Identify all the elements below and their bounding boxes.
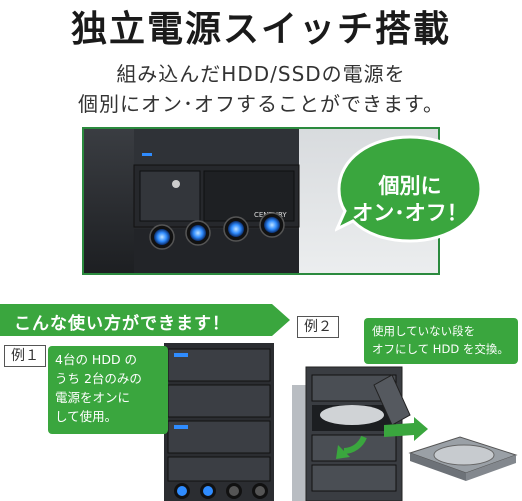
example-1-note-line: うち 2台のみの xyxy=(55,371,142,386)
subtitle-line-1: 組み込んだHDD/SSDの電源を xyxy=(116,62,406,86)
usage-banner-text: こんな使い方ができます！ xyxy=(14,314,230,334)
example-1-note: 4台の HDD の うち 2台のみの 電源をオンに して使用。 xyxy=(48,346,168,434)
example-2-note: 使用していない段を オフにして HDD を交換。 xyxy=(364,318,518,364)
example-2-label: 例２ xyxy=(297,316,339,338)
example-2-note-line: オフにして HDD を交換。 xyxy=(372,342,509,356)
example-1-enclosure xyxy=(164,343,274,501)
subtitle-line-2: 個別にオン･オフすることができます。 xyxy=(78,92,444,116)
page-title: 独立電源スイッチ搭載 xyxy=(70,9,451,50)
callout-bubble xyxy=(335,135,483,243)
example-1-note-line: 電源をオンに xyxy=(55,390,131,405)
callout-line-2: オン･オフ！ xyxy=(352,201,468,225)
power-buttons xyxy=(149,212,285,250)
usage-banner xyxy=(0,304,290,336)
example-2-note-line: 使用していない段を xyxy=(372,324,476,338)
callout-line-1: 個別に xyxy=(378,174,442,198)
example-1-label: 例１ xyxy=(4,345,46,367)
example-1-note-line: して使用。 xyxy=(55,409,118,424)
enclosure-front-illustration: CENTURY xyxy=(84,129,438,273)
example-1-note-line: 4台の HDD の xyxy=(55,352,138,367)
example-2-enclosure-with-hdd xyxy=(292,345,522,501)
